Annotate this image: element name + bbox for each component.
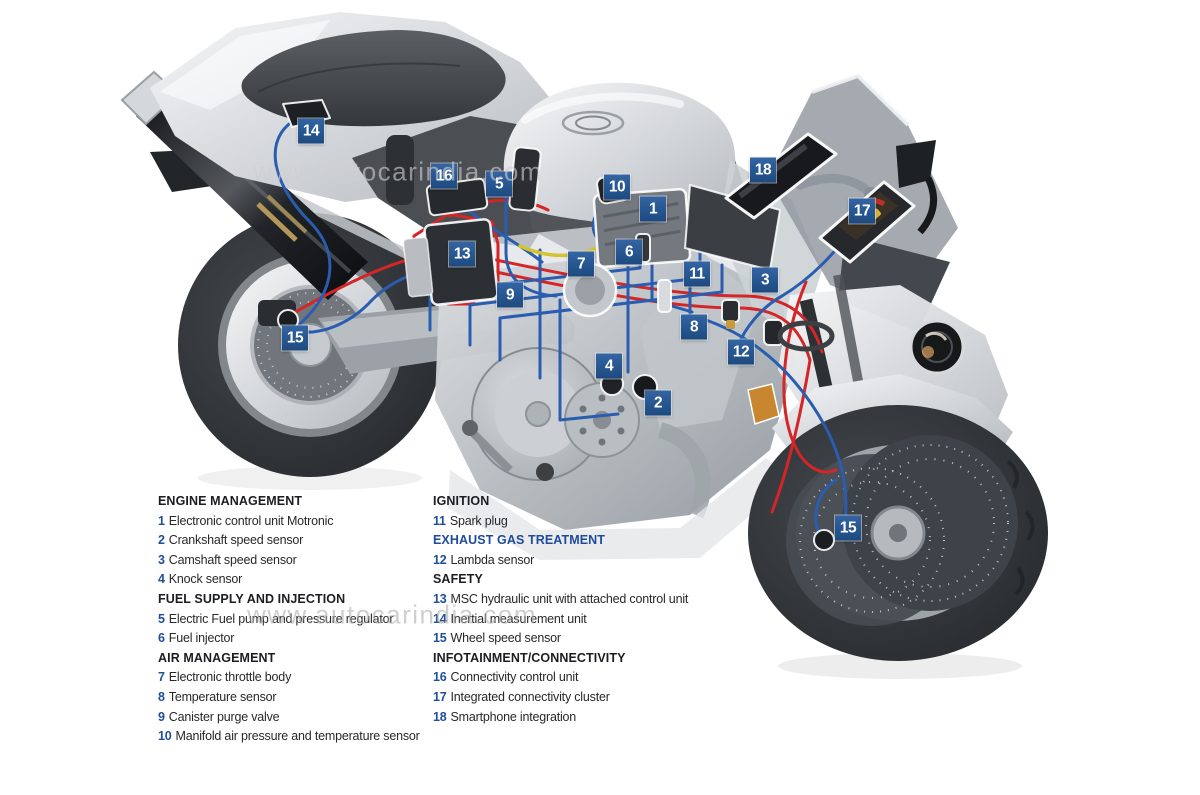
legend-item-number: 13	[433, 591, 447, 606]
badge-msc-hydraulic-unit: 13	[449, 241, 475, 267]
legend-item-number: 4	[158, 572, 165, 587]
legend-item-number: 5	[158, 611, 165, 626]
fuel-cap	[561, 110, 625, 136]
legend-item-label: Electronic throttle body	[168, 670, 292, 685]
badge-crankshaft-speed-sensor: 2	[645, 390, 671, 416]
badge-throttle-body: 7	[568, 251, 594, 277]
badge-temperature-sensor: 8	[681, 314, 707, 340]
legend-item-label: Fuel injector	[168, 631, 235, 646]
legend-item-label: Lambda sensor	[450, 552, 535, 567]
legend-header: SAFETY	[433, 572, 483, 587]
legend-item-label: Canister purge valve	[168, 709, 280, 724]
rear-wheel	[178, 213, 442, 477]
legend-item-number: 11	[433, 513, 446, 528]
legend-item-label: Connectivity control unit	[450, 670, 579, 685]
badge-fuel-pump: 5	[486, 171, 512, 197]
legend-header: FUEL SUPPLY AND INJECTION	[158, 591, 346, 606]
legend-item-number: 3	[158, 552, 165, 567]
legend-item-number: 2	[158, 533, 165, 548]
side-stand-tab	[747, 383, 780, 425]
badge-manifold-air-sensor: 10	[604, 174, 630, 200]
legend-item-label: Smartphone integration	[450, 709, 577, 724]
legend-item-number: 9	[158, 709, 165, 724]
legend-item-label: Crankshaft speed sensor	[168, 533, 304, 548]
legend-item-label: Electronic control unit Motronic	[168, 513, 334, 528]
legend-item-number: 17	[433, 689, 447, 704]
legend-header: IGNITION	[433, 494, 490, 508]
legend-item-number: 18	[433, 709, 447, 724]
badge-wheel-speed-sensor-rear: 15	[282, 325, 308, 351]
badge-fuel-injector: 6	[616, 239, 642, 265]
badge-smartphone-integration: 18	[750, 157, 776, 183]
legend-item-number: 15	[433, 631, 447, 646]
ground-shadows	[198, 466, 1022, 679]
legend-item-label: MSC hydraulic unit with attached control…	[450, 591, 689, 606]
legend-item-number: 8	[158, 689, 165, 704]
legend-header: EXHAUST GAS TREATMENT	[433, 533, 606, 548]
front-wheel	[748, 405, 1048, 661]
legend-item-label: Electric Fuel pump and pressure regulato…	[168, 611, 394, 626]
legend-item-number: 6	[158, 631, 165, 646]
legend-item-label: Camshaft speed sensor	[168, 552, 297, 567]
legend-item-number: 14	[433, 611, 447, 626]
badge-spark-plug: 11	[684, 261, 710, 287]
badge-connectivity-control-unit: 16	[431, 163, 457, 189]
legend-item-number: 12	[433, 552, 447, 567]
badge-inertial-measurement-unit: 14	[298, 118, 324, 144]
badge-integrated-connectivity-cluster: 17	[849, 198, 875, 224]
legend-item-number: 7	[158, 670, 165, 685]
mirror	[896, 140, 938, 235]
legend-item-label: Spark plug	[449, 513, 508, 528]
legend-item-label: Temperature sensor	[168, 689, 277, 704]
spark-plug-body	[657, 279, 672, 313]
badge-ecu-motronic: 1	[640, 196, 666, 222]
front-wheel-sensor	[813, 529, 835, 551]
lambda-wire-loop	[777, 320, 835, 352]
legend-header: AIR MANAGEMENT	[158, 650, 276, 665]
legend-item-number: 16	[433, 670, 447, 685]
badge-knock-sensor: 4	[596, 353, 622, 379]
fuel-pump-body	[508, 146, 542, 212]
badge-canister-purge-valve: 9	[497, 282, 523, 308]
legend-item-number: 10	[158, 729, 172, 744]
legend-header: ENGINE MANAGEMENT	[158, 494, 303, 508]
legend-item-label: Integrated connectivity cluster	[450, 689, 610, 704]
badge-camshaft-speed-sensor: 3	[752, 267, 778, 293]
legend-item-label: Manifold air pressure and temperature se…	[175, 729, 420, 744]
legend-item-label: Knock sensor	[168, 572, 243, 587]
badge-lambda-sensor: 12	[728, 339, 754, 365]
legend-header: INFOTAINMENT/CONNECTIVITY	[433, 650, 626, 665]
legend-item-number: 1	[158, 513, 165, 528]
headlight	[909, 319, 965, 375]
legend-item-label: Wheel speed sensor	[450, 631, 562, 646]
temp-sensor-body	[721, 299, 740, 323]
smartphone-cradle	[724, 132, 838, 220]
badge-wheel-speed-sensor-front: 15	[835, 515, 861, 541]
legend-item-label: Inertial measurement unit	[450, 611, 587, 626]
